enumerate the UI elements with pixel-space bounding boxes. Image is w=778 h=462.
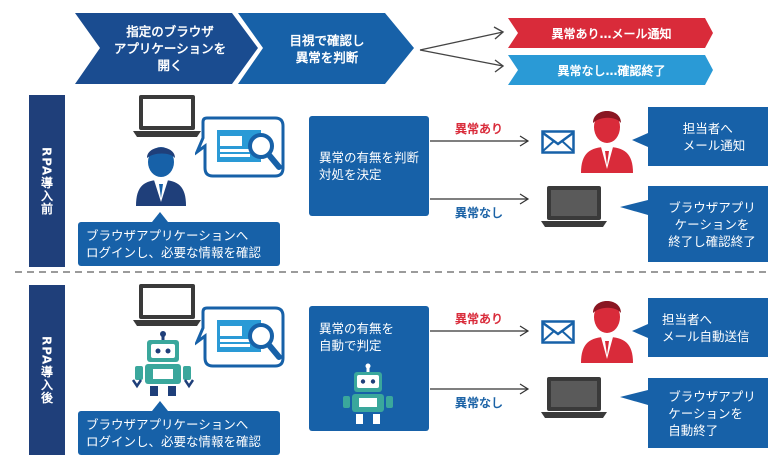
after-callout-normal: ブラウザアプリ ケーションを 自動終了 [668, 388, 756, 438]
before-callout-normal: ブラウザアプリ ケーションを 終了し確認終了 [668, 199, 756, 249]
after-arrowhead-abnormal [519, 325, 530, 337]
before-arrowhead-normal [519, 193, 530, 205]
magnifier-icon [248, 133, 282, 170]
result-normal-shape [508, 55, 713, 85]
before-side-label: RPA導入前 [29, 95, 65, 267]
laptop-icon [541, 186, 607, 227]
before-callout-normal-shape [620, 186, 768, 262]
fork-down-arrow [419, 49, 504, 67]
robot-icon [131, 331, 195, 396]
after-callout-abnormal-shape [632, 298, 768, 357]
magnifier-icon [248, 323, 282, 360]
after-label-normal: 異常なし [455, 396, 504, 410]
before-label-abnormal: 異常あり [455, 122, 504, 136]
laptop-icon [133, 284, 201, 326]
result-normal: 異常なし…確認終了 [557, 63, 666, 78]
before-decision-box: 異常の有無を判断 対処を決定 [309, 116, 429, 216]
after-browser-box: ブラウザアプリケーションへ ログインし、必要な情報を確認 [78, 411, 280, 455]
fork-up-head [493, 26, 505, 40]
flow-step1-shape [75, 13, 258, 84]
result-abnormal: 異常あり…メール通知 [551, 26, 672, 41]
after-browser-pointer [152, 401, 168, 411]
flow-step2-shape [238, 13, 414, 84]
before-browser-pointer [152, 212, 168, 222]
after-arrowhead-normal [519, 383, 530, 395]
flow-step2: 目視で確認し 異常を判断 [289, 32, 365, 65]
fork-up-arrow [419, 31, 504, 51]
result-abnormal-shape [508, 18, 713, 48]
laptop-icon [541, 377, 607, 418]
mail-icon [541, 320, 575, 344]
before-browser-box: ブラウザアプリケーションへ ログインし、必要な情報を確認 [78, 222, 280, 266]
flow-step1: 指定のブラウザ アプリケーションを 開く [113, 24, 227, 73]
laptop-icon [133, 95, 201, 137]
before-label-normal: 異常なし [455, 206, 504, 220]
after-label-abnormal: 異常あり [455, 312, 504, 326]
person-icon [136, 147, 186, 206]
robot-icon [343, 363, 393, 424]
manager-icon [581, 301, 633, 363]
before-callout-abnormal-shape [632, 107, 768, 166]
after-callout-abnormal: 担当者へ メール自動送信 [662, 311, 750, 344]
before-callout-abnormal: 担当者へ メール通知 [682, 120, 746, 153]
after-side-label: RPA導入後 [29, 285, 65, 455]
before-arrowhead-abnormal [519, 135, 530, 147]
mail-icon [541, 130, 575, 154]
after-callout-normal-shape [620, 378, 768, 448]
fork-down-head [494, 59, 505, 73]
manager-icon [581, 111, 633, 173]
